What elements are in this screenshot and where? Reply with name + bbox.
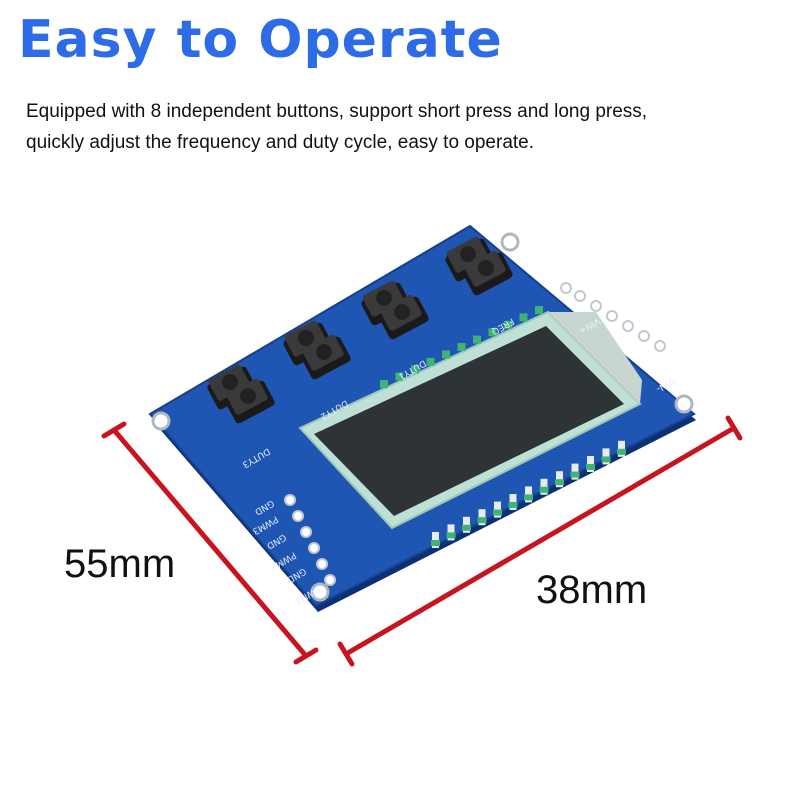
tact-button [301, 334, 351, 380]
lcd-pin [442, 350, 450, 359]
dimension-line-height [101, 421, 319, 665]
lcd-pin [457, 343, 466, 351]
header-hole [308, 542, 320, 554]
header-hole [560, 282, 572, 294]
lcd-pins [380, 306, 626, 548]
tact-button [379, 294, 429, 340]
tact-button [445, 236, 495, 282]
lcd-pin [473, 335, 481, 344]
header-hole [622, 320, 634, 332]
height-dimension-label: 55mm [64, 542, 176, 586]
lcd-pin [411, 365, 419, 374]
tact-button [283, 320, 333, 366]
lcd-pin [488, 328, 497, 337]
header-hole [654, 340, 666, 352]
lcd-pin [519, 313, 528, 322]
header-holes [284, 282, 666, 586]
lcd-display [298, 310, 642, 530]
header-hole [590, 300, 602, 312]
header-hole [638, 330, 650, 342]
feature-description: Equipped with 8 independent buttons, sup… [26, 101, 648, 153]
dimension-line-width [337, 415, 743, 667]
page-title: Easy to Operate [18, 10, 503, 70]
lcd-pin [426, 357, 435, 366]
header-hole [284, 494, 296, 506]
header-hole [300, 526, 312, 538]
header-hole [606, 310, 618, 322]
tact-button [225, 378, 275, 424]
header-hole [574, 290, 586, 302]
tact-button [207, 364, 257, 410]
width-dimension-label: 38mm [536, 568, 648, 612]
header-hole [292, 510, 304, 522]
tact-button [361, 280, 411, 326]
header-hole [316, 558, 328, 570]
tact-buttons [207, 236, 513, 424]
lcd-pin [494, 501, 501, 518]
lcd-pin [380, 380, 388, 388]
tact-button [463, 250, 513, 296]
lcd-pin [395, 372, 404, 381]
header-hole [324, 574, 336, 586]
lcd-pin [504, 320, 512, 329]
lcd-pin [535, 306, 543, 314]
